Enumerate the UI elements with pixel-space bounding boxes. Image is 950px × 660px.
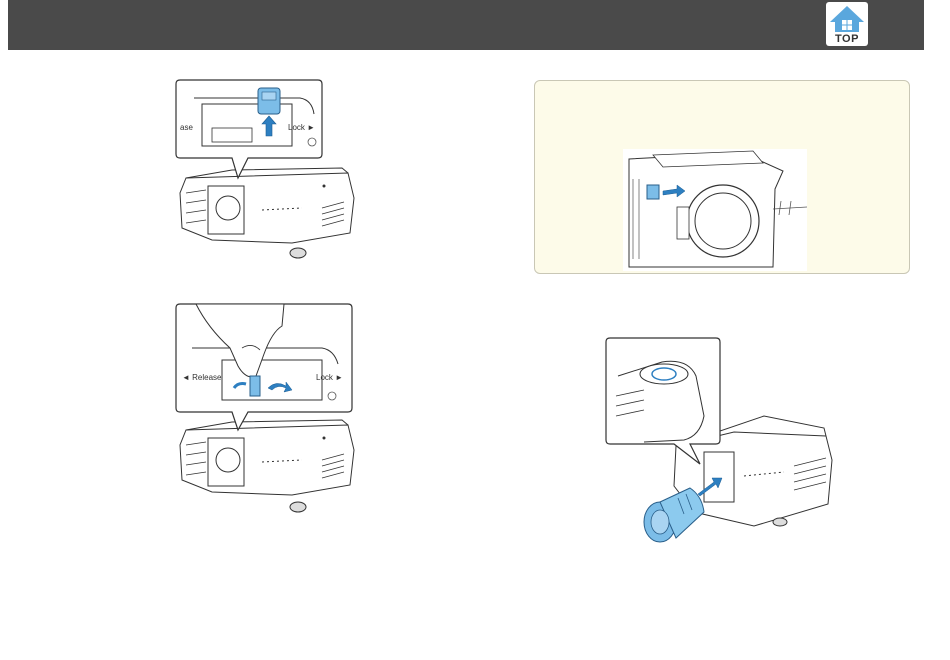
lens-alignment-illustration [623, 149, 807, 271]
figure-lock-lever-turn: ◄ Release Lock ► [172, 302, 362, 518]
top-button[interactable]: TOP [826, 2, 868, 46]
header-bar [8, 0, 924, 50]
figure-attach-lens [604, 336, 844, 550]
note-box [534, 80, 910, 274]
release-label: ◄ Release [182, 373, 222, 382]
lock-label: Lock ► [316, 373, 343, 382]
release-label-partial: ase [180, 123, 193, 132]
top-button-label: TOP [826, 33, 868, 45]
figure-lock-lever-up: ase Lock ► [172, 78, 362, 262]
lock-label: Lock ► [288, 123, 315, 132]
